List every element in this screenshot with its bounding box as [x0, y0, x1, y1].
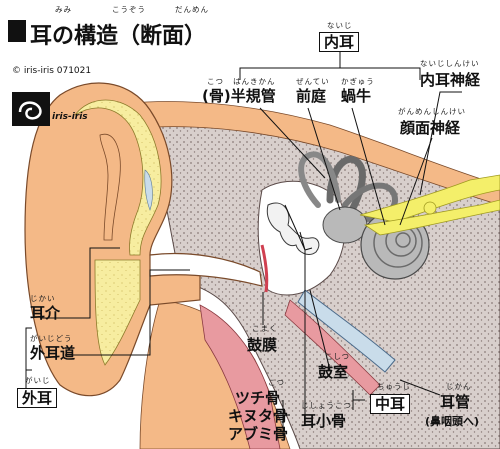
- label-tympanic-cavity: 鼓室: [318, 363, 349, 381]
- inner-ear-nerve: [359, 174, 500, 223]
- auricle-fold: [99, 133, 121, 241]
- label-kagyu-ruby: かぎゅう: [341, 77, 375, 86]
- label-jikai-ruby: じかい: [30, 294, 56, 303]
- cavity-blue: [144, 169, 153, 211]
- label-jishoukotsu-ruby: じしょうこつ: [301, 401, 352, 410]
- label-koshitsu-ruby: こしつ: [325, 352, 351, 361]
- label-naiji-ruby: ないじ: [327, 21, 353, 30]
- facial-nerve: [363, 199, 500, 236]
- label-stapes: アブミ骨: [228, 425, 289, 443]
- label-outer-ear: 外耳: [17, 388, 58, 408]
- label-hankikan-ruby-kotsu: こつ: [207, 77, 224, 86]
- label-eustachian-tube-note: (鼻咽頭へ): [425, 415, 480, 428]
- label-komaku-ruby: こまく: [252, 324, 278, 333]
- label-eardrum: 鼓膜: [247, 336, 278, 354]
- auricle-cartilage: [74, 99, 162, 366]
- label-gaijidou-ruby: がいじどう: [30, 334, 73, 343]
- title-ruby-mimi: みみ: [55, 5, 72, 14]
- label-hankikan-ruby: はんきかん: [233, 77, 276, 86]
- copyright-text: © iris-iris 071021: [12, 66, 92, 76]
- label-tsuchi-ruby: こつ: [268, 378, 285, 387]
- label-vestibule: 前庭: [296, 87, 327, 105]
- ossicles: [266, 202, 320, 255]
- label-inner-ear: 内耳: [319, 32, 360, 52]
- label-cochlea: 蝸牛: [341, 87, 372, 105]
- label-ossicles: 耳小骨: [301, 412, 347, 430]
- label-inner-ear-nerve: 内耳神経: [420, 71, 481, 89]
- label-jikan-ruby: じかん: [446, 382, 472, 391]
- label-auricle: 耳介: [30, 304, 61, 322]
- leader-lines: [25, 52, 462, 435]
- vestibule: [322, 206, 368, 244]
- label-eustachian-tube: 耳管: [440, 393, 471, 411]
- label-naiji-shinkei-ruby: ないじしんけい: [420, 59, 480, 68]
- page-title: 耳の構造（断面）: [30, 24, 207, 49]
- logo: [12, 92, 50, 126]
- label-external-canal: 外耳道: [30, 344, 76, 362]
- title-ruby-danmen: だんめん: [175, 5, 209, 14]
- label-incus: キヌタ骨: [228, 407, 289, 425]
- label-gaiji-ruby: がいじ: [25, 376, 51, 385]
- muscle-tissue: [199, 304, 281, 449]
- label-semicircular-canal: (骨)半規管: [202, 87, 276, 105]
- ear-canal: [149, 252, 263, 287]
- label-zentei-ruby: ぜんてい: [296, 77, 330, 86]
- label-middle-ear: 中耳: [370, 394, 411, 414]
- logo-text: iris-iris: [52, 112, 88, 122]
- eardrum: [260, 244, 269, 293]
- title-square: [8, 20, 26, 42]
- semicircular-canal-3: [342, 182, 399, 222]
- label-malleus: ツチ骨: [235, 389, 281, 407]
- label-ganmen-shinkei-ruby: がんめんしんけい: [398, 107, 466, 116]
- label-chuji-ruby: ちゅうじ: [377, 382, 411, 391]
- title-ruby-kouzou: こうぞう: [112, 5, 146, 14]
- label-facial-nerve: 顔面神経: [400, 119, 461, 137]
- semicircular-canal-2: [298, 151, 341, 208]
